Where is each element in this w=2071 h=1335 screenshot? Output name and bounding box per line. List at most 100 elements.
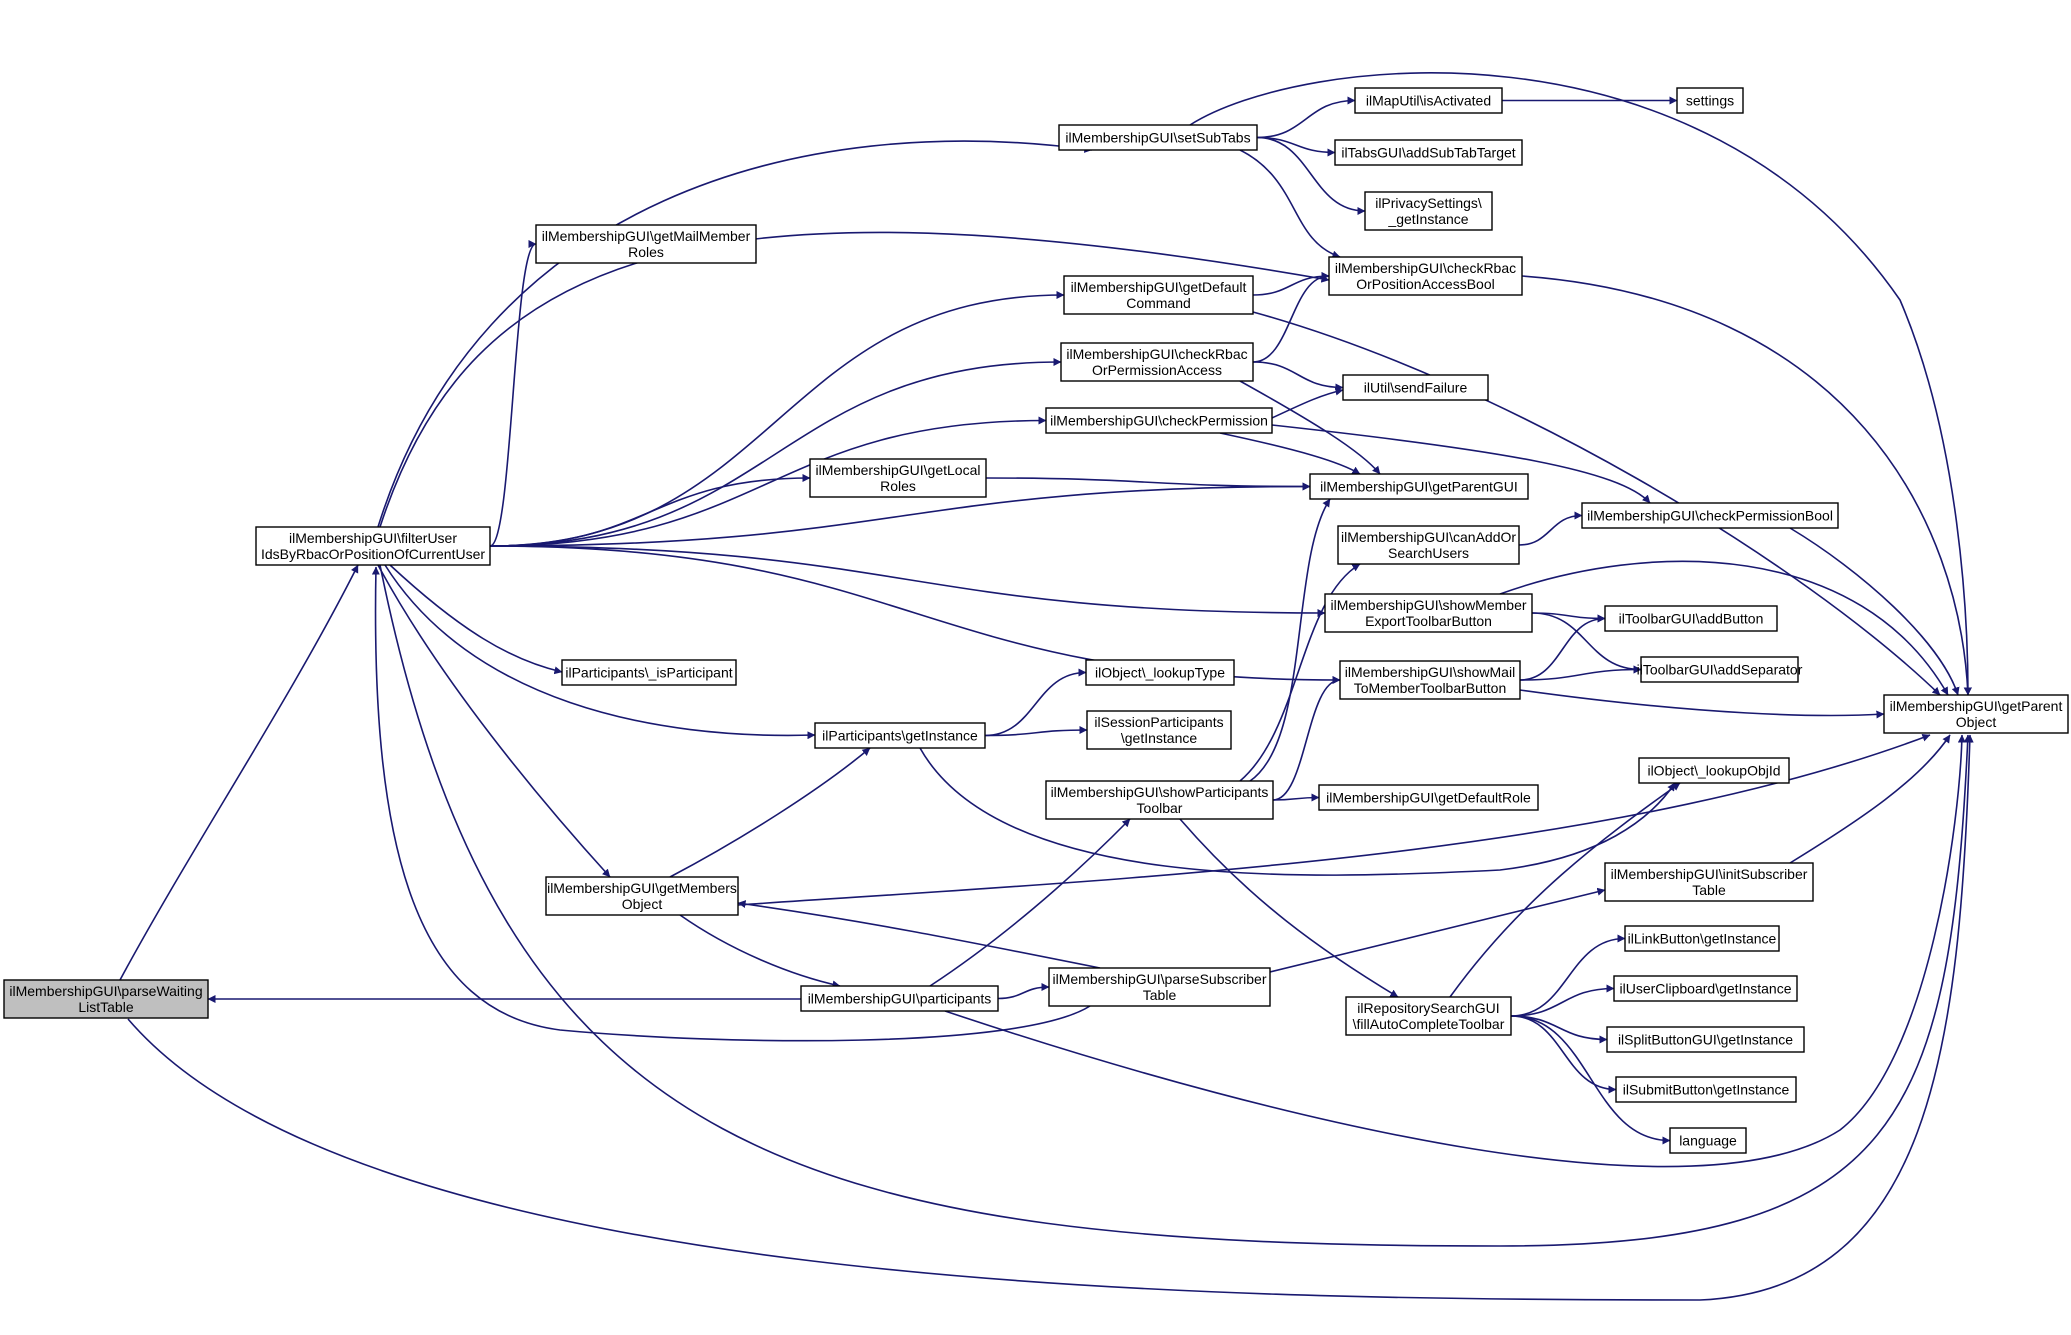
edge-checkRbacOrPermissionAccess-to-getParentGUI: [1239, 380, 1381, 475]
edge-checkPermission-to-checkPermissionBool: [1271, 424, 1651, 504]
node-label: ilMembershipGUI\checkPermissionBool: [1587, 508, 1833, 524]
edge-checkRbacOrPositionAccessBool-to-getParentObject: [1521, 275, 1972, 696]
node-label: ilObject\_lookupObjId: [1647, 763, 1780, 779]
node-participantsGetInstance[interactable]: ilParticipants\getInstance: [814, 722, 986, 749]
node-label: ilToolbarGUI\addButton: [1619, 611, 1764, 627]
edge-showMailToMember-to-addButton: [1519, 614, 1606, 681]
node-submitButton[interactable]: ilSubmitButton\getInstance: [1615, 1076, 1797, 1103]
node-label: ilMembershipGUI\getDefaultRole: [1326, 790, 1531, 806]
node-sendFailure[interactable]: ilUtil\sendFailure: [1342, 374, 1489, 401]
node-box: [800, 985, 999, 1012]
node-label: Roles: [628, 244, 664, 260]
edge-filterUser-to-checkPermission: [489, 416, 1047, 547]
edge-filterUser-to-participantsGetInstance: [384, 564, 816, 740]
node-getParentGUI[interactable]: ilMembershipGUI\getParentGUI: [1309, 473, 1529, 500]
node-box: [1328, 256, 1523, 296]
node-addSubTabTarget[interactable]: ilTabsGUI\addSubTabTarget: [1334, 139, 1523, 166]
edge-parseWaitingListTable-to-getParentObject: [127, 734, 1974, 1301]
node-label: ToMemberToolbarButton: [1354, 680, 1507, 696]
edge-filterUser-to-checkRbacOrPermissionAccess: [489, 358, 1062, 547]
node-box: [1613, 975, 1798, 1002]
edge-showParticipantsToolbar-to-fillAutoComplete: [1179, 818, 1399, 998]
node-label: ilMapUtil\isActivated: [1366, 93, 1491, 109]
node-linkButton[interactable]: ilLinkButton\getInstance: [1624, 925, 1780, 952]
node-box: [1638, 757, 1790, 784]
edge-fillAutoComplete-to-submitButton: [1510, 1015, 1617, 1094]
node-label: ilMembershipGUI\filterUser: [289, 530, 457, 546]
node-label: ilTabsGUI\addSubTabTarget: [1341, 145, 1515, 161]
edge-participantsGetInstance-to-lookupObjId: [919, 747, 1676, 876]
node-showMailToMember[interactable]: ilMembershipGUI\showMailToMemberToolbarB…: [1339, 660, 1521, 700]
edge-fillAutoComplete-to-linkButton: [1510, 934, 1626, 1017]
node-box: [561, 659, 737, 686]
node-label: SearchUsers: [1388, 545, 1469, 561]
node-box: [535, 224, 757, 264]
node-privacySettings[interactable]: ilPrivacySettings\_getInstance: [1364, 191, 1493, 231]
node-label: Command: [1126, 295, 1191, 311]
edge-fillAutoComplete-to-userClipboard: [1510, 984, 1615, 1017]
edge-showMemberExport-to-getParentObject: [1499, 560, 1949, 696]
edge-showMailToMember-to-addSeparator: [1519, 665, 1642, 681]
node-box: [1364, 191, 1493, 231]
node-box: [1086, 710, 1232, 750]
node-getDefaultRole[interactable]: ilMembershipGUI\getDefaultRole: [1318, 784, 1539, 811]
node-label: Object: [622, 896, 663, 912]
node-box: [3, 979, 209, 1019]
edge-parseSubscriberTable-to-filterUser: [371, 566, 1091, 1042]
edge-getDefaultCommand-to-checkRbacOrPositionAccessBool: [1252, 272, 1330, 296]
node-sessionParticipants[interactable]: ilSessionParticipants\getInstance: [1086, 710, 1232, 750]
edge-getMembersObject-to-participantsGetInstance: [669, 747, 871, 878]
edge-participants-to-showParticipantsToolbar: [929, 818, 1131, 987]
node-label: ilMembershipGUI\getDefault: [1071, 279, 1247, 295]
node-addButton[interactable]: ilToolbarGUI\addButton: [1604, 605, 1778, 632]
node-filterUser[interactable]: ilMembershipGUI\filterUserIdsByRbacOrPos…: [255, 526, 491, 566]
edge-fillAutoComplete-to-lookupObjId: [1449, 782, 1681, 998]
node-checkPermissionBool[interactable]: ilMembershipGUI\checkPermissionBool: [1581, 502, 1839, 529]
node-label: ilSplitButtonGUI\getInstance: [1618, 1032, 1793, 1048]
node-label: ilParticipants\_isParticipant: [565, 665, 732, 681]
node-userClipboard[interactable]: ilUserClipboard\getInstance: [1613, 975, 1798, 1002]
node-isActivated[interactable]: ilMapUtil\isActivated: [1354, 87, 1503, 114]
node-checkPermission[interactable]: ilMembershipGUI\checkPermission: [1045, 407, 1273, 434]
node-lookupObjId[interactable]: ilObject\_lookupObjId: [1638, 757, 1790, 784]
node-label: ilSubmitButton\getInstance: [1623, 1082, 1790, 1098]
node-addSeparator[interactable]: ilToolbarGUI\addSeparator: [1637, 656, 1803, 683]
edge-filterUser-to-setSubTabs: [377, 140, 1093, 528]
node-box: [1604, 605, 1778, 632]
node-settings[interactable]: settings: [1676, 87, 1744, 114]
node-language[interactable]: language: [1669, 1127, 1747, 1154]
node-label: ilMembershipGUI\getParentGUI: [1320, 479, 1518, 495]
edge-checkPermissionBool-to-getParentObject: [1789, 527, 1960, 696]
node-participants[interactable]: ilMembershipGUI\participants: [800, 985, 999, 1012]
node-label: Roles: [880, 478, 916, 494]
edge-showParticipantsToolbar-to-canAddOrSearchUsers: [1239, 563, 1361, 782]
node-checkRbacOrPositionAccessBool[interactable]: ilMembershipGUI\checkRbacOrPositionAcces…: [1328, 256, 1523, 296]
node-checkRbacOrPermissionAccess[interactable]: ilMembershipGUI\checkRbacOrPermissionAcc…: [1060, 342, 1254, 382]
node-lookupType[interactable]: ilObject\_lookupType: [1085, 659, 1235, 686]
node-splitButton[interactable]: ilSplitButtonGUI\getInstance: [1606, 1026, 1805, 1053]
node-box: [1669, 1127, 1747, 1154]
node-box: [1045, 407, 1273, 434]
node-fillAutoComplete[interactable]: ilRepositorySearchGUI\fillAutoCompleteTo…: [1345, 996, 1512, 1036]
edge-getMembersObject-to-getParentObject: [737, 733, 1931, 906]
node-showMemberExport[interactable]: ilMembershipGUI\showMemberExportToolbarB…: [1324, 593, 1533, 633]
node-isParticipant[interactable]: ilParticipants\_isParticipant: [561, 659, 737, 686]
node-label: ilUtil\sendFailure: [1364, 380, 1468, 396]
node-box: [1318, 784, 1539, 811]
node-setSubTabs[interactable]: ilMembershipGUI\setSubTabs: [1058, 124, 1258, 151]
node-label: ilMembershipGUI\checkRbac: [1335, 260, 1516, 276]
edge-showParticipantsToolbar-to-getParentGUI: [1249, 498, 1331, 782]
node-box: [1045, 780, 1274, 820]
node-label: Table: [1143, 987, 1177, 1003]
